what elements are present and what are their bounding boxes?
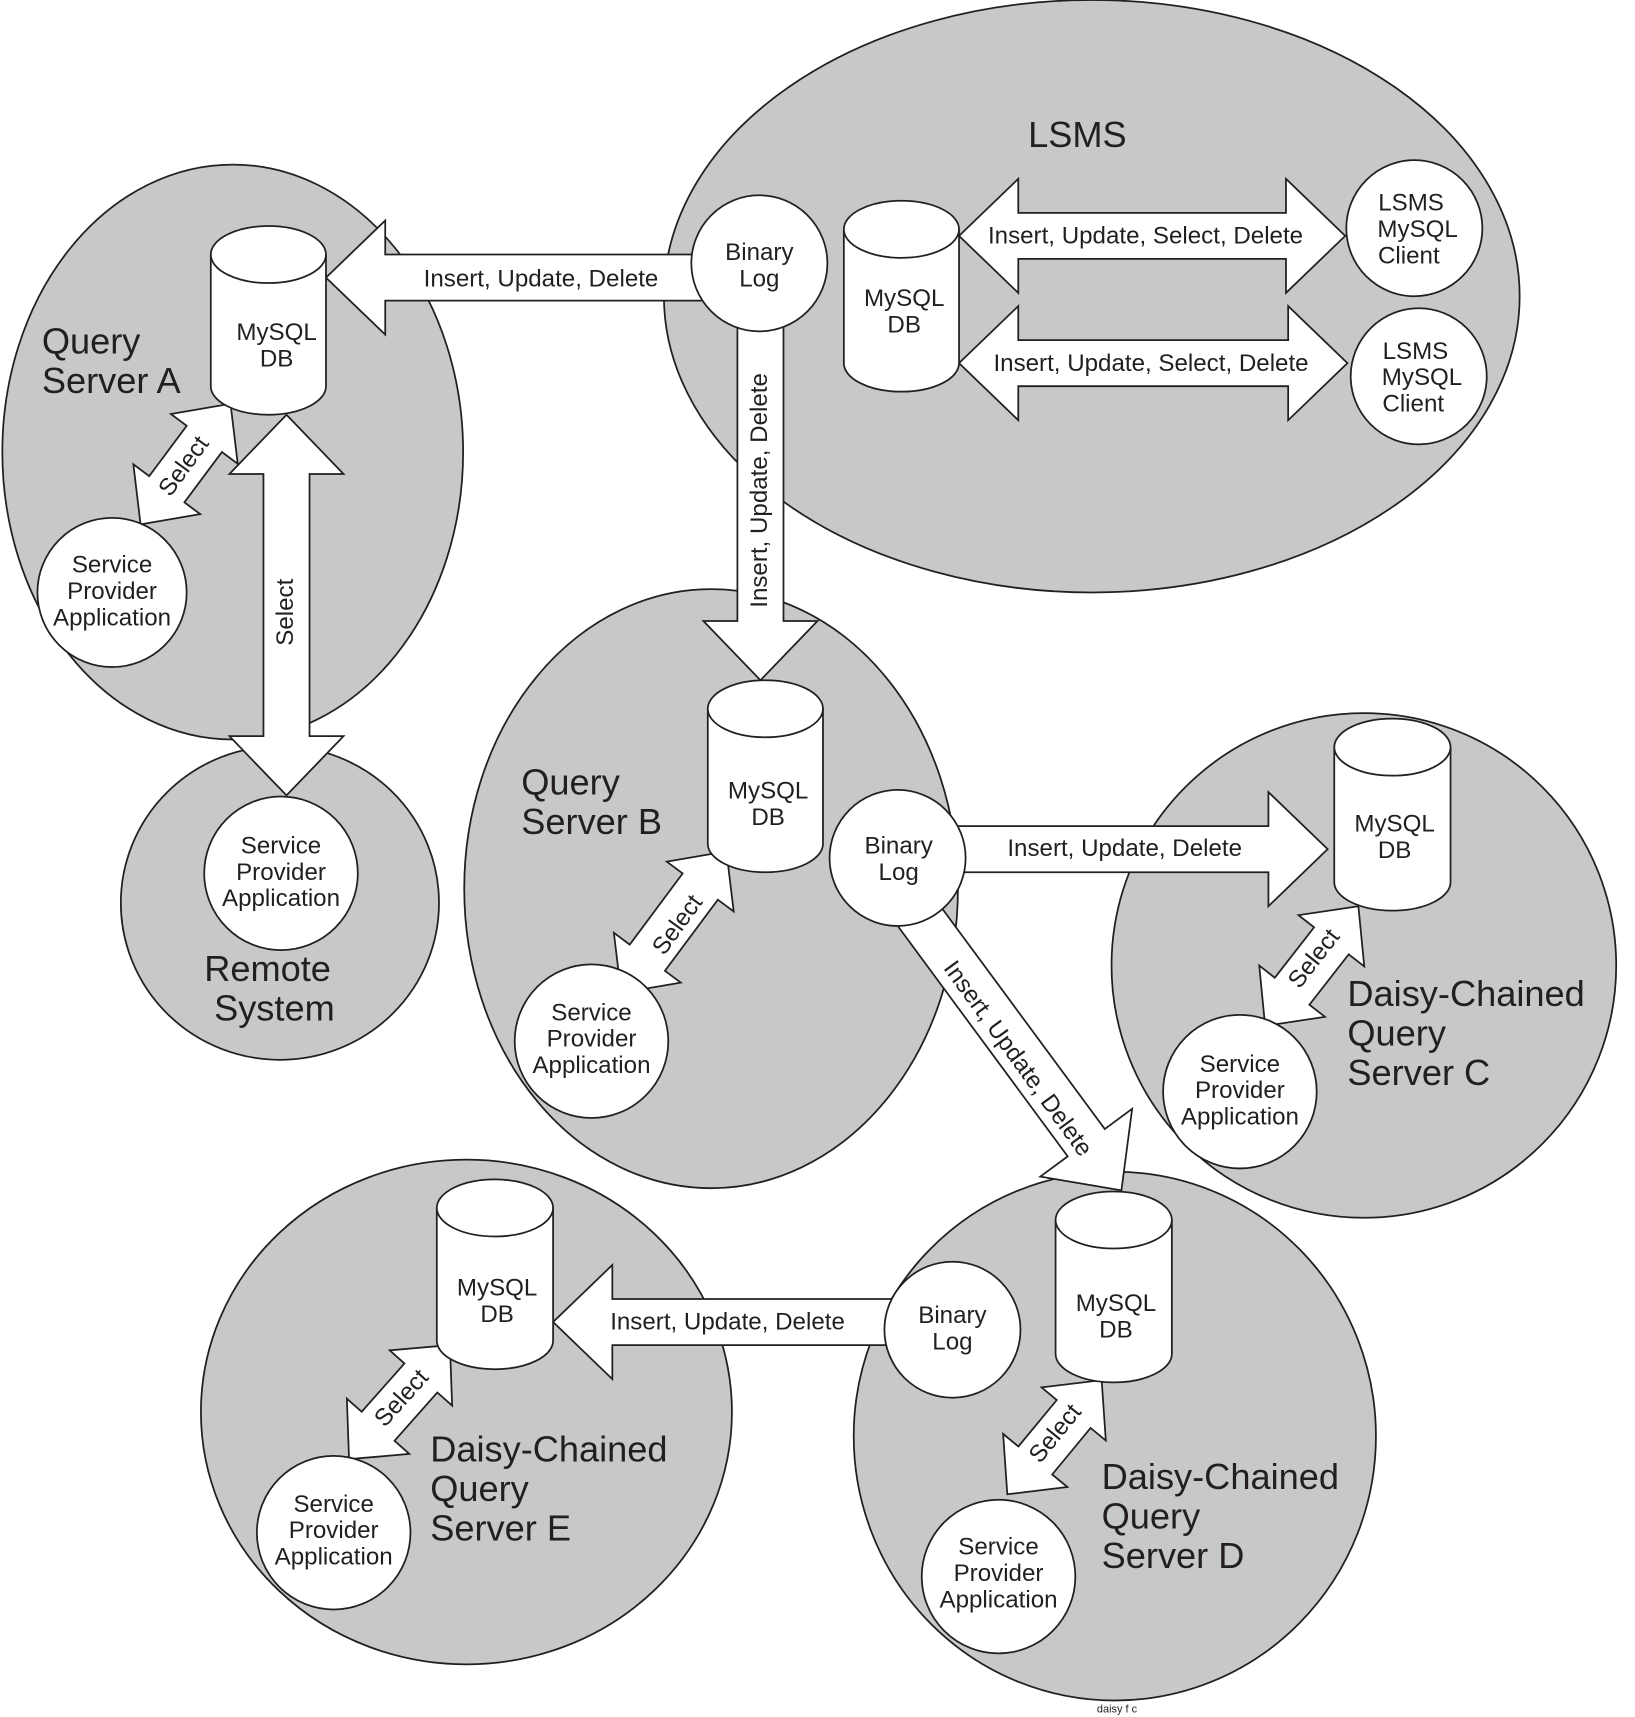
server-d-binary-log-node	[883, 1260, 1022, 1399]
arrow-label-b-to-d: Insert, Update, Delete	[938, 956, 1098, 1162]
zone-titles: LSMS Query Server A Remote System Query …	[42, 114, 1585, 1716]
remote-app-node	[203, 795, 359, 951]
label: Log	[739, 265, 779, 292]
arrows	[132, 176, 1366, 1496]
server-e-db-icon	[435, 1178, 554, 1371]
server-c-title: Daisy-Chained	[1347, 973, 1584, 1014]
label: DB	[1099, 1316, 1133, 1343]
label: Provider	[236, 859, 326, 886]
lsms-db-icon	[842, 199, 960, 393]
arrow-lsms-to-b	[701, 306, 820, 682]
arrow-b-to-d	[888, 886, 1134, 1192]
server-b-title: Server B	[521, 801, 662, 842]
label: Application	[1181, 1104, 1299, 1131]
server-b-db-icon	[706, 679, 824, 874]
arrow-d-to-e	[551, 1262, 912, 1382]
label: Service	[241, 833, 321, 860]
label: DB	[480, 1301, 514, 1328]
nodes	[36, 159, 1488, 1655]
arrow-label-client-2: Insert, Update, Select, Delete	[993, 350, 1308, 377]
label: DB	[1378, 837, 1412, 864]
label: Log	[932, 1328, 972, 1355]
server-c-title: Query	[1347, 1013, 1446, 1054]
server-c-title: Server C	[1347, 1052, 1490, 1093]
lsms-client-2-node	[1349, 307, 1488, 446]
arrow-label-lsms-to-a: Insert, Update, Delete	[424, 265, 659, 292]
arrow-lsms-client-2	[957, 304, 1349, 423]
label: Application	[53, 604, 171, 631]
server-e-title: Query	[430, 1468, 529, 1509]
server-e-title: Server E	[430, 1507, 571, 1548]
node-labels: Binary Log LSMS MySQL Client LSMS MySQL …	[53, 190, 1462, 1614]
label: MySQL	[1382, 364, 1462, 391]
server-d-title: Server D	[1102, 1535, 1245, 1576]
label: MySQL	[1354, 811, 1434, 838]
label: Application	[532, 1052, 650, 1079]
label: Provider	[67, 578, 157, 605]
arrow-lsms-to-a	[324, 218, 726, 337]
arrow-lsms-client-1	[957, 176, 1347, 295]
lsms-binary-log-node	[690, 194, 829, 333]
label: Log	[879, 859, 919, 886]
server-a-db-icon	[209, 225, 327, 416]
arrow-label-client-1: Insert, Update, Select, Delete	[988, 223, 1303, 250]
arrow-label-lsms-to-b: Insert, Update, Delete	[746, 373, 773, 608]
arrow-label-remote-select: Select	[272, 578, 299, 645]
label: Provider	[1195, 1077, 1285, 1104]
label: Service	[72, 552, 152, 579]
server-e-app-node	[255, 1455, 412, 1611]
label: MySQL	[864, 285, 944, 312]
lsms-title: LSMS	[1028, 114, 1127, 155]
label: LSMS	[1383, 338, 1449, 365]
label: MySQL	[728, 778, 808, 805]
label: Client	[1378, 242, 1440, 269]
arrow-label-b-to-c: Insert, Update, Delete	[1007, 835, 1242, 862]
label: DB	[260, 345, 294, 372]
server-d-title: Daisy-Chained	[1102, 1456, 1339, 1497]
label: Binary	[725, 239, 794, 266]
server-b-app-node	[513, 963, 670, 1119]
label: Binary	[918, 1302, 987, 1329]
label: Service	[1200, 1051, 1280, 1078]
label: Binary	[864, 833, 933, 860]
server-b-binary-log-node	[828, 789, 967, 927]
server-c-app-node	[1162, 1013, 1318, 1170]
arrow-label-d-to-e: Insert, Update, Delete	[610, 1309, 845, 1336]
server-a-app-node	[36, 516, 188, 668]
server-d-title: Query	[1102, 1495, 1201, 1536]
arrow-remote-select	[227, 413, 346, 797]
server-c-db-icon	[1333, 717, 1452, 912]
databases	[209, 199, 1452, 1384]
server-b-title: Query	[521, 761, 620, 802]
label: MySQL	[457, 1275, 537, 1302]
label: MySQL	[236, 319, 316, 346]
label: DB	[751, 804, 785, 831]
footer-label: daisy f c	[1097, 1704, 1138, 1716]
label: Application	[940, 1586, 1058, 1613]
server-a-title: Server A	[42, 360, 182, 401]
label: Provider	[547, 1026, 637, 1053]
label: Application	[275, 1543, 393, 1570]
remote-title: System	[214, 987, 335, 1028]
label: Application	[222, 885, 340, 912]
label: MySQL	[1076, 1290, 1156, 1317]
arrow-b-to-c	[931, 790, 1329, 909]
label: Provider	[289, 1517, 379, 1544]
label: MySQL	[1377, 216, 1457, 243]
server-d-db-icon	[1054, 1190, 1173, 1384]
label: DB	[887, 311, 921, 338]
remote-title: Remote	[204, 948, 331, 989]
label: LSMS	[1378, 190, 1444, 217]
label: Provider	[954, 1560, 1044, 1587]
label: Service	[293, 1491, 373, 1518]
label: Client	[1382, 390, 1444, 417]
label: Service	[958, 1534, 1038, 1561]
label: Service	[551, 999, 631, 1026]
server-e-title: Daisy-Chained	[430, 1428, 667, 1469]
lsms-client-1-node	[1345, 159, 1484, 298]
arrow-c-select	[1258, 905, 1366, 1027]
server-a-title: Query	[42, 320, 141, 361]
server-d-app-node	[920, 1498, 1077, 1655]
